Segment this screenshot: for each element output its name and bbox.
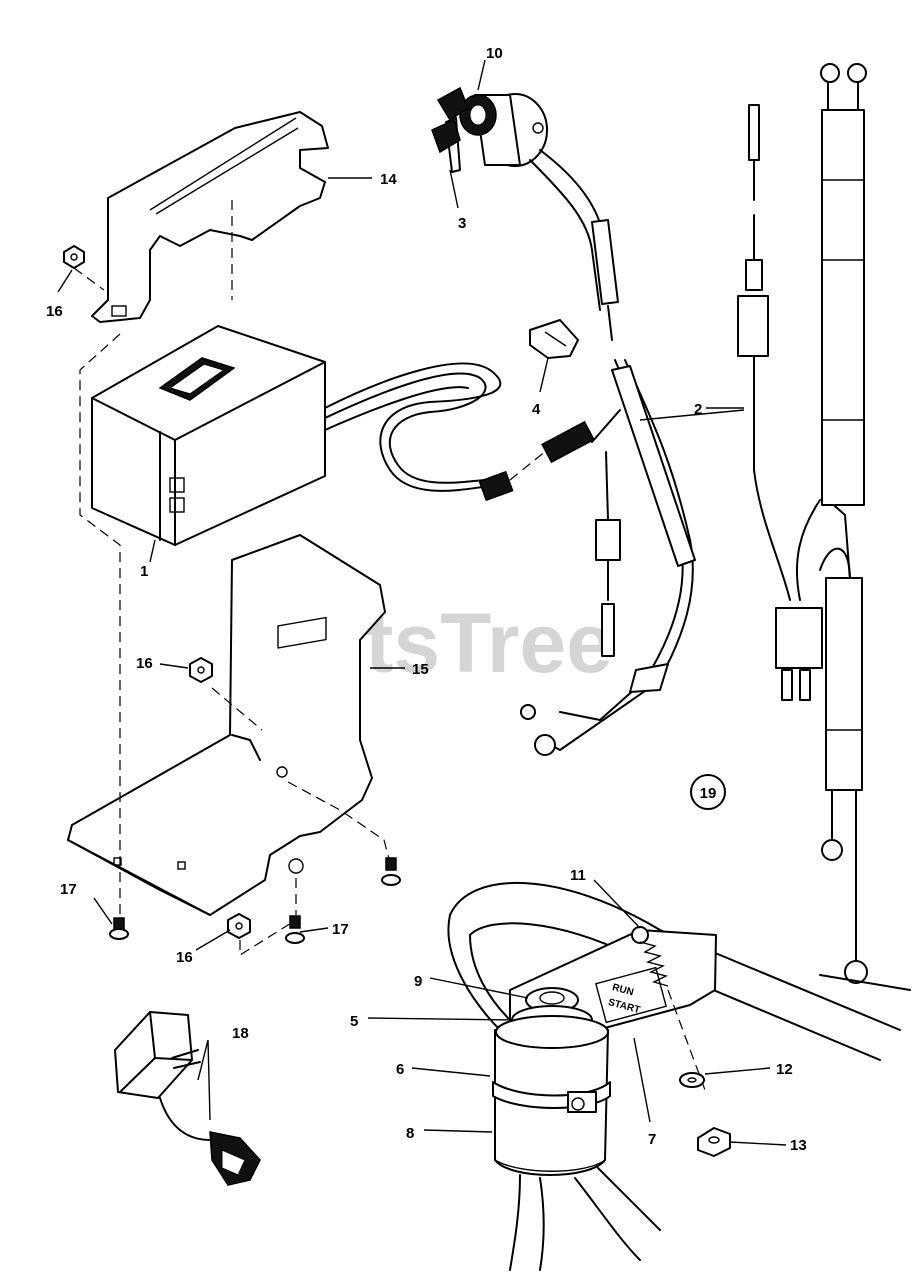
screw-part-17-a[interactable]: [109, 917, 129, 940]
callout-2: 2: [694, 401, 702, 418]
screw-part-17-b[interactable]: [285, 915, 305, 944]
nut-part-16-a[interactable]: [63, 245, 85, 269]
nut-part-16-b[interactable]: [189, 657, 213, 683]
group-19-label: 19: [700, 785, 717, 802]
wire-harness-part-2[interactable]: [520, 359, 745, 756]
callout-3: 3: [458, 215, 466, 232]
charger-part-18[interactable]: [114, 1011, 261, 1186]
mounting-plate-part-15[interactable]: [67, 534, 386, 916]
callout-7: 7: [648, 1131, 656, 1148]
callout-16-mid: 16: [136, 655, 153, 672]
group-19-badge: 19: [690, 774, 726, 810]
callout-14: 14: [380, 171, 397, 188]
ignition-switch-part-10[interactable]: [459, 93, 548, 167]
callout-11: 11: [570, 867, 586, 884]
callout-15: 15: [412, 661, 429, 678]
clip-part-4[interactable]: [529, 319, 579, 359]
callout-13: 13: [790, 1137, 807, 1154]
callout-16-top: 16: [46, 303, 63, 320]
callout-1: 1: [140, 563, 148, 580]
screw-part-17-c[interactable]: [381, 857, 401, 886]
leader-lines: [57, 59, 787, 1146]
nut-part-16-c[interactable]: [227, 913, 251, 939]
nut-part-13[interactable]: [697, 1127, 731, 1157]
module-part-1[interactable]: [91, 325, 326, 546]
main-wire-harness[interactable]: [737, 63, 868, 984]
decal-run-text: RUN: [611, 982, 635, 998]
module-wire-harness: [324, 362, 553, 502]
key-part-3[interactable]: [431, 86, 469, 173]
callout-18: 18: [232, 1025, 249, 1042]
callout-6: 6: [396, 1061, 404, 1078]
clamp-part-6[interactable]: [492, 1081, 611, 1113]
assembly-lines: [73, 200, 393, 957]
callout-16-bottom: 16: [176, 949, 193, 966]
washer-part-12[interactable]: [679, 1072, 705, 1088]
callout-12: 12: [776, 1061, 793, 1078]
callout-5: 5: [350, 1013, 358, 1030]
callout-17-right: 17: [332, 921, 349, 938]
bracket-part-14[interactable]: [91, 111, 329, 323]
callout-10: 10: [486, 45, 503, 62]
callout-9: 9: [414, 973, 422, 990]
callout-4: 4: [532, 401, 541, 418]
callout-8: 8: [406, 1125, 414, 1142]
callout-17-left: 17: [60, 881, 77, 898]
switch-wire-leads: [529, 149, 619, 341]
solenoid-leads: [509, 1167, 661, 1271]
